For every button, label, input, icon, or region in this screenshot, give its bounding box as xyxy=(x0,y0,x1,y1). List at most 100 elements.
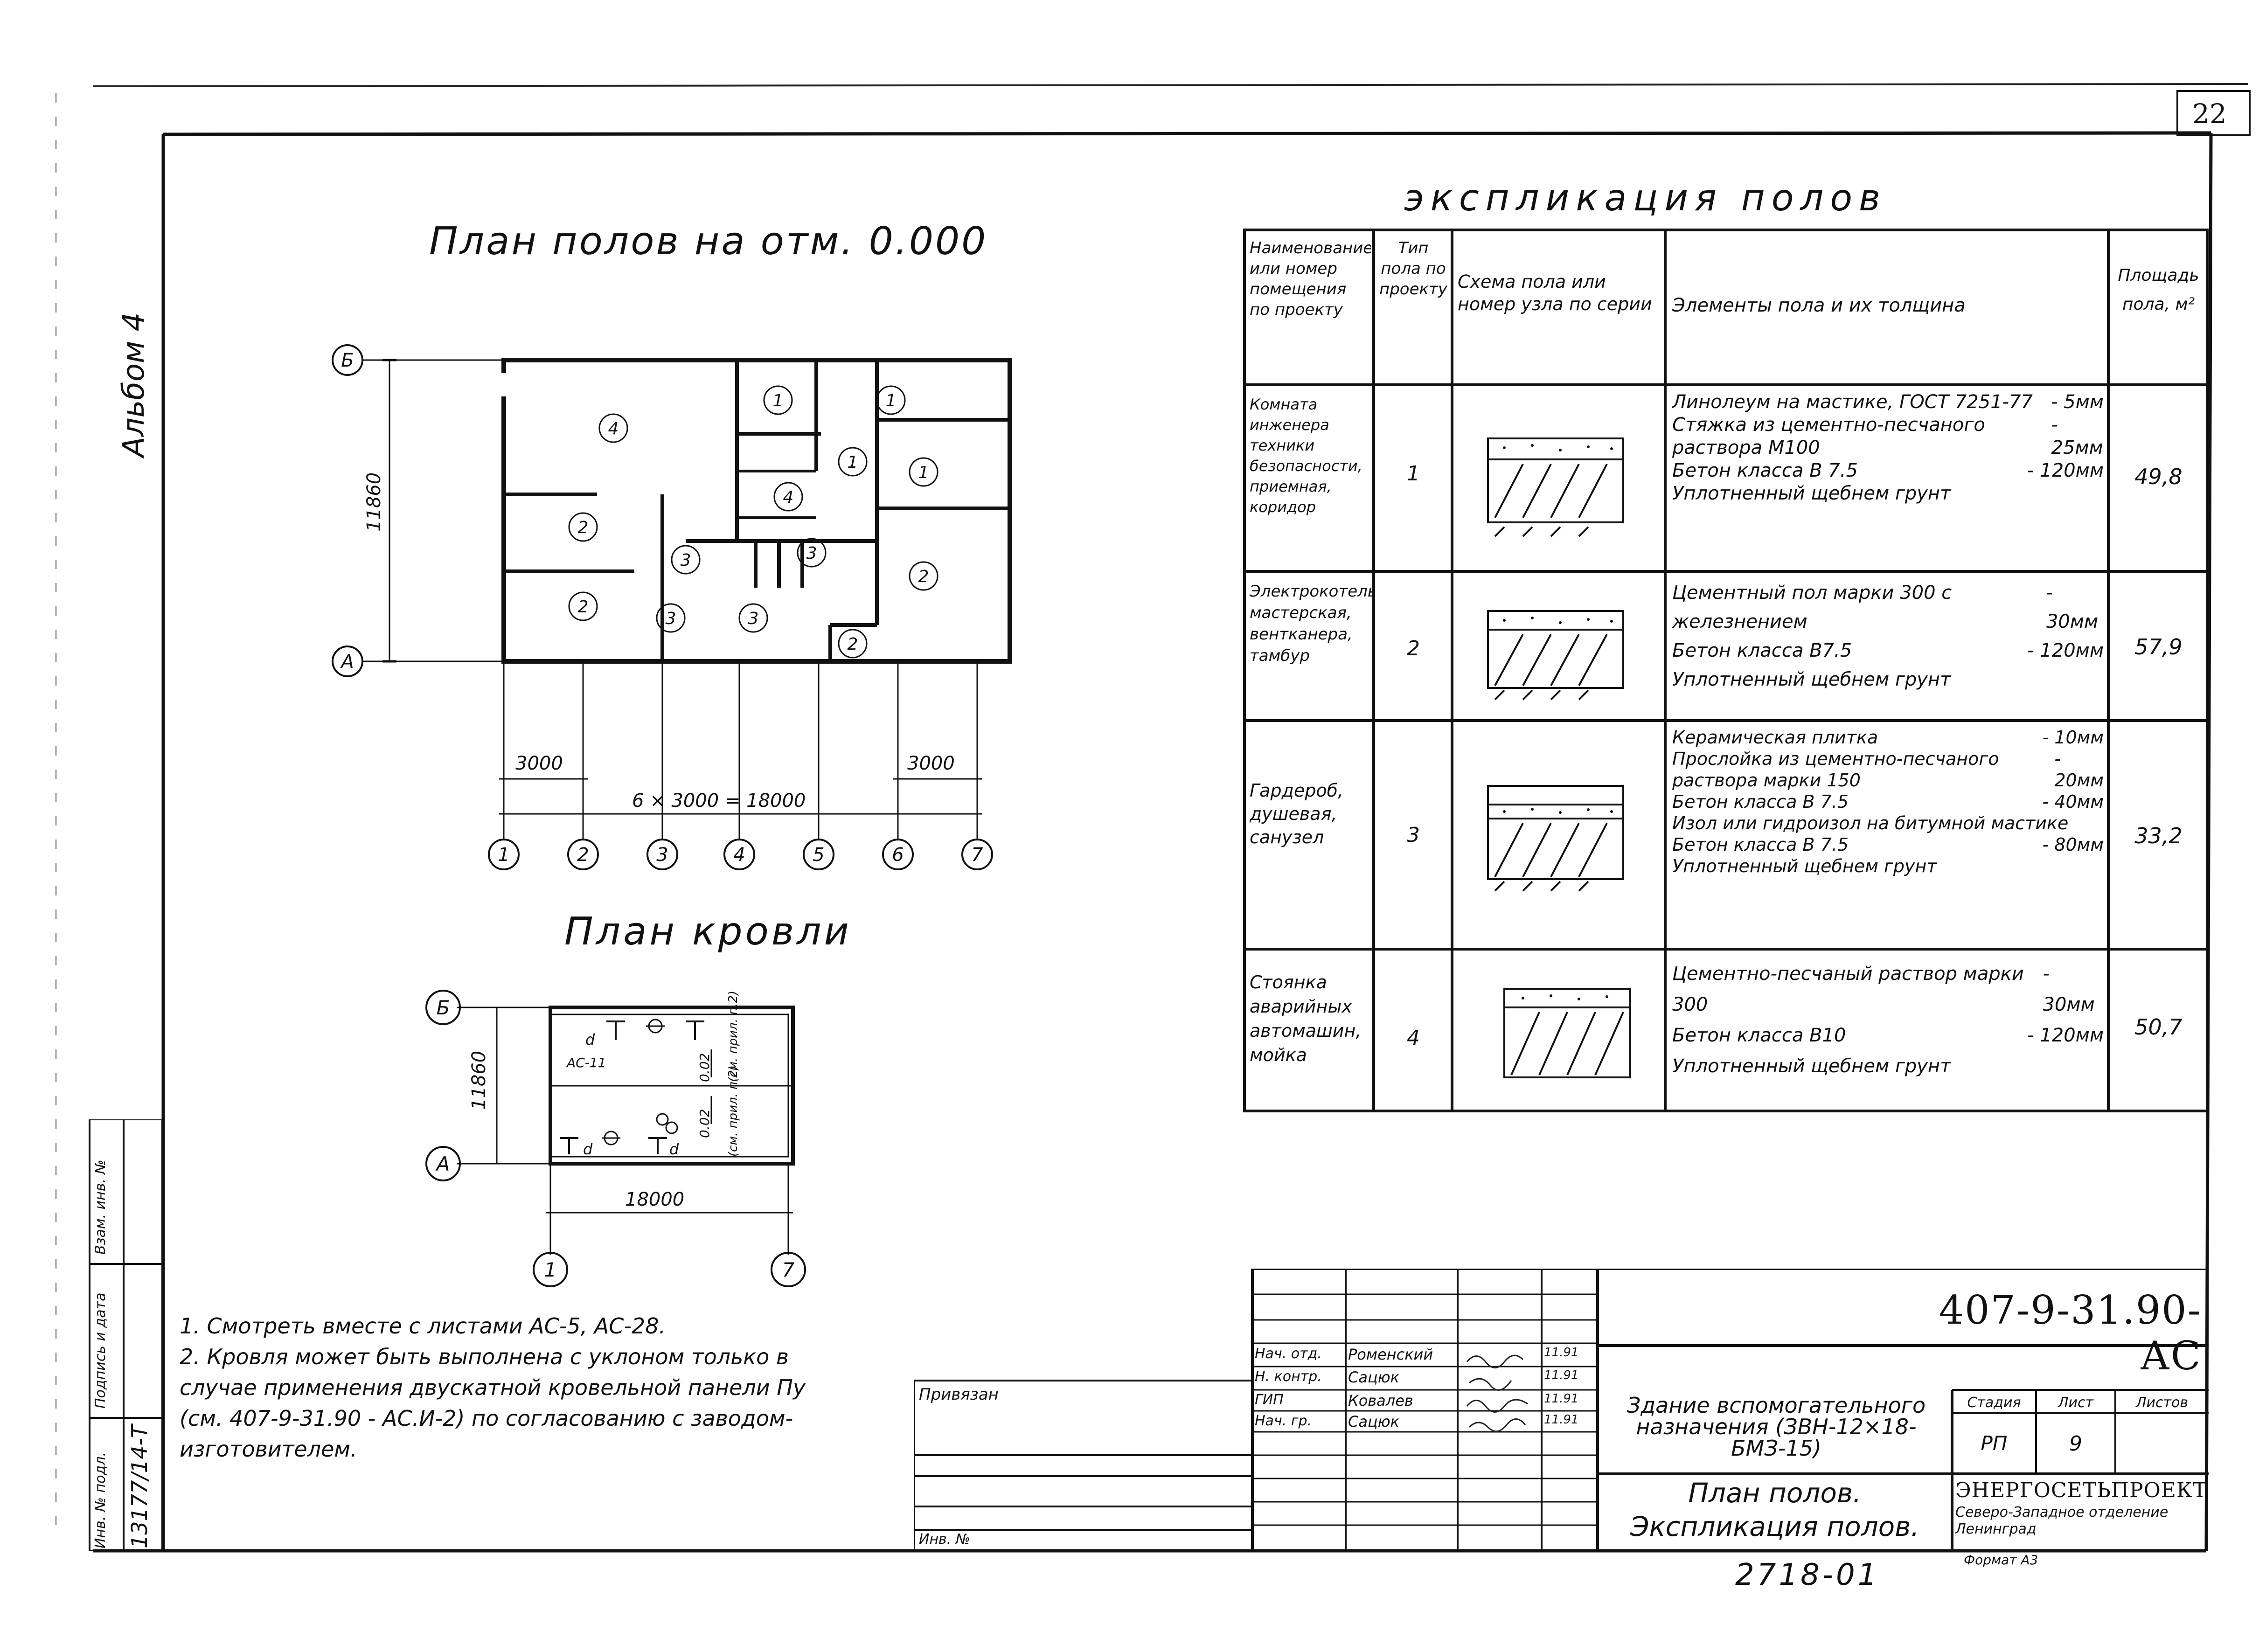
left-stamp: Инв. № подл. 13177/14-Т Подпись и дата В… xyxy=(89,1119,163,1551)
staff-name: Ковалев xyxy=(1348,1392,1413,1409)
header-room: Наименование или номер помещения по прое… xyxy=(1250,239,1371,319)
row-3-area: 33,2 xyxy=(2134,823,2183,848)
axis-7-label: 7 xyxy=(971,844,983,866)
room-mark: 3 xyxy=(681,551,691,570)
roof-axis-1-label: 1 xyxy=(544,1258,557,1281)
row-4-area: 50,7 xyxy=(2134,1014,2183,1040)
sheet-value: 9 xyxy=(2069,1432,2082,1456)
dim-height: 11860 xyxy=(363,472,385,532)
drawing-code: 407-9-31.90-АС xyxy=(1939,1287,2202,1379)
stage-label: Стадия xyxy=(1967,1395,2021,1411)
staff-role: Нач. гр. xyxy=(1255,1413,1312,1429)
explication-title: экспликация полов xyxy=(1404,177,1887,219)
header-type: Тип пола по проекту xyxy=(1379,239,1447,298)
privyazan-label: Привязан xyxy=(919,1385,999,1404)
roof-label: d xyxy=(585,1031,595,1048)
signatures xyxy=(1466,1354,1528,1432)
roof-label: d xyxy=(583,1140,593,1158)
room-mark: 2 xyxy=(578,597,589,617)
podpis-data-label: Подпись и дата xyxy=(92,1292,109,1409)
note-2: 2. Кровля может быть выполнена с уклоном… xyxy=(180,1344,806,1462)
axis-b-label: Б xyxy=(341,350,354,371)
inv-podl-label: Инв. № подл. xyxy=(92,1452,109,1548)
sheet-title: План полов. Экспликация полов. xyxy=(1630,1477,1919,1542)
roof-dim-height: 11860 xyxy=(468,1051,490,1110)
format-label: Формат А3 xyxy=(1964,1552,2038,1568)
axis-6-label: 6 xyxy=(892,844,904,866)
roof-label: (см. прил. п.2) xyxy=(726,1065,740,1157)
room-mark: 4 xyxy=(608,419,619,438)
staff-role: ГИП xyxy=(1255,1392,1284,1408)
room-mark: 4 xyxy=(783,488,794,507)
org-name: ЭНЕРГОСЕТЬПРОЕКТ xyxy=(1955,1478,2207,1502)
row-4-name: Стоянка аварийных автомашин, мойка xyxy=(1250,972,1362,1065)
roof-axis-7-label: 7 xyxy=(782,1258,795,1281)
axis-2-label: 2 xyxy=(577,844,589,866)
vzam-inv-label: Взам. инв. № xyxy=(92,1159,109,1255)
bottom-number: 2718-01 xyxy=(1735,1558,1880,1592)
room-mark: 1 xyxy=(918,463,929,482)
room-mark: 1 xyxy=(773,391,784,410)
room-mark: 1 xyxy=(848,453,858,472)
roof-label: АС-11 xyxy=(566,1055,606,1070)
staff-name: Сацюк xyxy=(1348,1368,1399,1386)
room-mark: 2 xyxy=(848,635,858,654)
staff-date: 11.91 xyxy=(1544,1346,1579,1360)
room-mark: 2 xyxy=(578,518,589,537)
room-mark: 3 xyxy=(806,544,817,563)
row-4-type: 4 xyxy=(1407,1026,1420,1050)
header-scheme: Схема пола или номер узла по серии xyxy=(1458,271,1652,314)
room-mark: 3 xyxy=(748,609,759,628)
roof-label: (см. прил. п.2) xyxy=(726,991,740,1082)
row-3-name: Гардероб, душевая, санузел xyxy=(1250,780,1344,847)
roof-axis-b-label: Б xyxy=(437,996,450,1019)
roof-dim-width: 18000 xyxy=(625,1189,684,1210)
sheet-label: Лист xyxy=(2057,1395,2094,1411)
album-label: Альбом 4 xyxy=(117,312,151,457)
staff-date: 11.91 xyxy=(1544,1368,1579,1382)
roof-label: 0.02 xyxy=(697,1053,712,1082)
dim-total: 6 × 3000 = 18000 xyxy=(632,790,806,812)
floor-plan-drawing: Б А 1 2 3 4 5 6 7 4 1 1 1 1 4 2 3 3 2 2 … xyxy=(332,344,1012,870)
axis-5-label: 5 xyxy=(813,844,824,866)
notes: 1. Смотреть вместе с листами АС-5, АС-28… xyxy=(180,1311,842,1465)
note-1: 1. Смотреть вместе с листами АС-5, АС-28… xyxy=(180,1313,666,1339)
axis-a-label: А xyxy=(340,651,354,673)
room-mark: 3 xyxy=(666,609,676,628)
room-mark: 2 xyxy=(918,567,929,586)
roof-label: d xyxy=(669,1140,679,1158)
roof-label: 0.02 xyxy=(697,1109,712,1138)
row-2-type: 2 xyxy=(1407,637,1420,660)
inv-number: 13177/14-Т xyxy=(127,1424,152,1548)
row-2-elements: Цементный пол марки 300 с железнением- 3… xyxy=(1672,582,2104,690)
axis-1-label: 1 xyxy=(498,844,509,866)
axis-3-label: 3 xyxy=(656,844,668,866)
staff-role: Нач. отд. xyxy=(1255,1346,1322,1362)
row-1-name: Комната инженера техники безопасности, п… xyxy=(1250,396,1362,516)
building-name: Здание вспомогательного назначения (ЗВН-… xyxy=(1626,1393,1926,1461)
row-3-elements: Керамическая плитка- 10мм Прослойка из ц… xyxy=(1672,727,2104,876)
inv-label: Инв. № xyxy=(919,1531,971,1548)
header-area: Площадь пола, м² xyxy=(2118,266,2199,314)
row-1-type: 1 xyxy=(1407,462,1420,486)
row-3-type: 3 xyxy=(1407,823,1420,847)
row-4-elements: Цементно-песчаный раствор марки 300- 30м… xyxy=(1672,963,2104,1077)
row-1-elements: Линолеум на мастике, ГОСТ 7251-77- 5мм С… xyxy=(1672,391,2104,504)
staff-name: Роменский xyxy=(1348,1346,1433,1363)
sheets-label: Листов xyxy=(2135,1395,2189,1411)
dim-right: 3000 xyxy=(907,753,955,774)
stage-value: РП xyxy=(1981,1432,2008,1455)
dim-left: 3000 xyxy=(515,753,563,774)
floor-plan-title: План полов на отм. 0.000 xyxy=(429,219,988,264)
explication-table: Наименование или номер помещения по прое… xyxy=(1243,229,2209,1112)
staff-date: 11.91 xyxy=(1544,1392,1579,1406)
room-mark: 1 xyxy=(886,391,897,410)
org-branch: Северо-Западное отделение Ленинград xyxy=(1955,1504,2169,1537)
title-block: 407-9-31.90-АС Нач. отд. Роменский 11.91… xyxy=(914,1269,2209,1568)
axis-4-label: 4 xyxy=(733,844,745,866)
row-2-name: Электрокотельная, мастерская, вентканера… xyxy=(1250,582,1372,665)
header-elements: Элементы пола и их толщина xyxy=(1672,295,1966,316)
page-number: 22 xyxy=(2192,98,2227,130)
row-1-area: 49,8 xyxy=(2134,464,2183,489)
